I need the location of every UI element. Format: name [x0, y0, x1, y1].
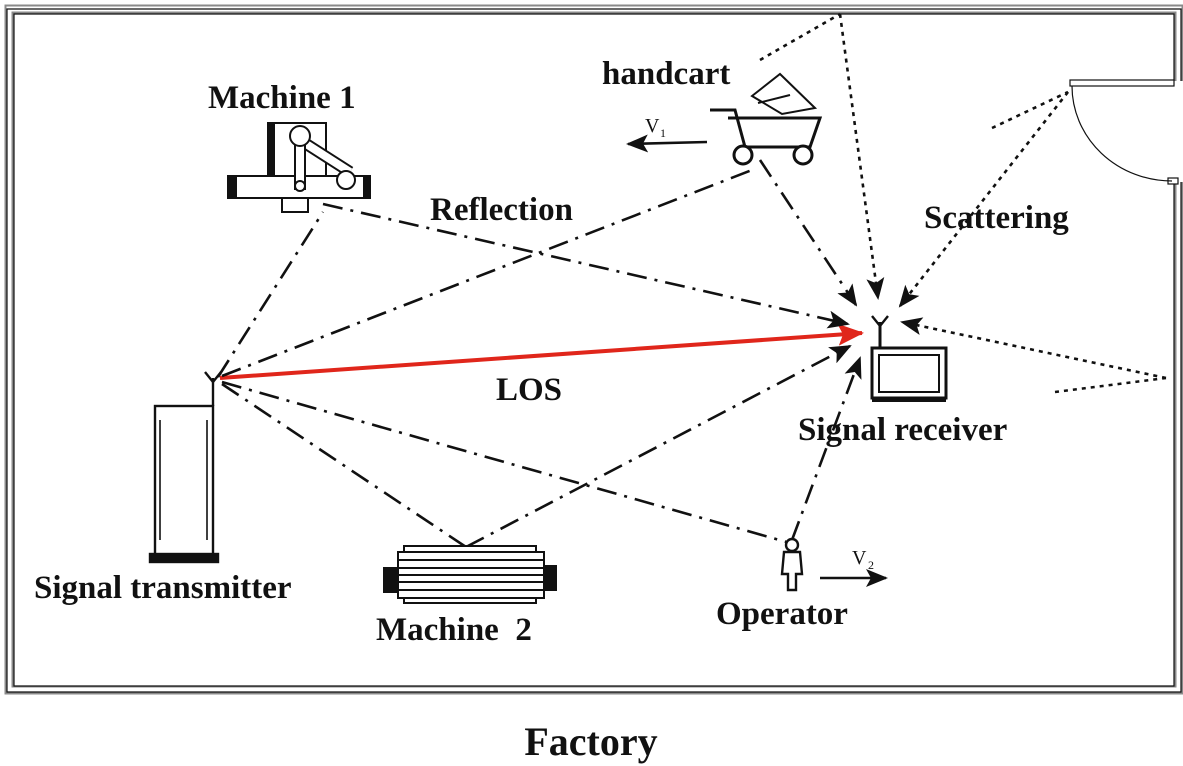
factory-walls [4, 4, 1183, 695]
path-machine2-to-rx [465, 344, 852, 549]
v2-velocity: V 2 [820, 547, 888, 587]
person-icon [780, 537, 804, 592]
machine1-label: Machine 1 [208, 80, 356, 116]
robot-arm-icon [227, 122, 371, 213]
reflection-label: Reflection [430, 192, 573, 228]
path-operator-to-rx [790, 356, 862, 541]
v1-velocity: V 1 [626, 115, 708, 153]
path-tx-to-handcart [221, 168, 753, 378]
path-tx-to-machine1 [216, 211, 325, 378]
svg-text:1: 1 [660, 126, 666, 140]
figure-caption: Factory [524, 719, 657, 764]
receiver-monitor-icon [870, 315, 948, 402]
svg-text:2: 2 [868, 558, 874, 572]
scattering-label: Scattering [924, 200, 1069, 236]
path-machine1-to-rx [322, 202, 850, 329]
handcart-icon [710, 72, 823, 166]
svg-text:V: V [852, 547, 867, 569]
los-label: LOS [496, 372, 562, 408]
scatter-top [838, 13, 885, 300]
los-arrow [219, 323, 864, 380]
svg-text:V: V [645, 115, 660, 137]
conveyor-machine-icon [383, 545, 557, 604]
scatter-door [898, 91, 1070, 308]
reflection-paths [216, 159, 862, 549]
transmitter-cabinet-icon [148, 371, 222, 564]
scattering-paths [759, 12, 1167, 394]
door-icon [1069, 79, 1179, 185]
handcart-label: handcart [602, 56, 730, 92]
signal-transmitter-label: Signal transmitter [34, 570, 292, 606]
operator-label: Operator [716, 596, 848, 632]
machine2-label: Machine 2 [376, 612, 532, 648]
path-tx-to-machine2 [221, 382, 467, 549]
path-handcart-to-rx [758, 159, 858, 307]
signal-receiver-label: Signal receiver [798, 412, 1007, 448]
